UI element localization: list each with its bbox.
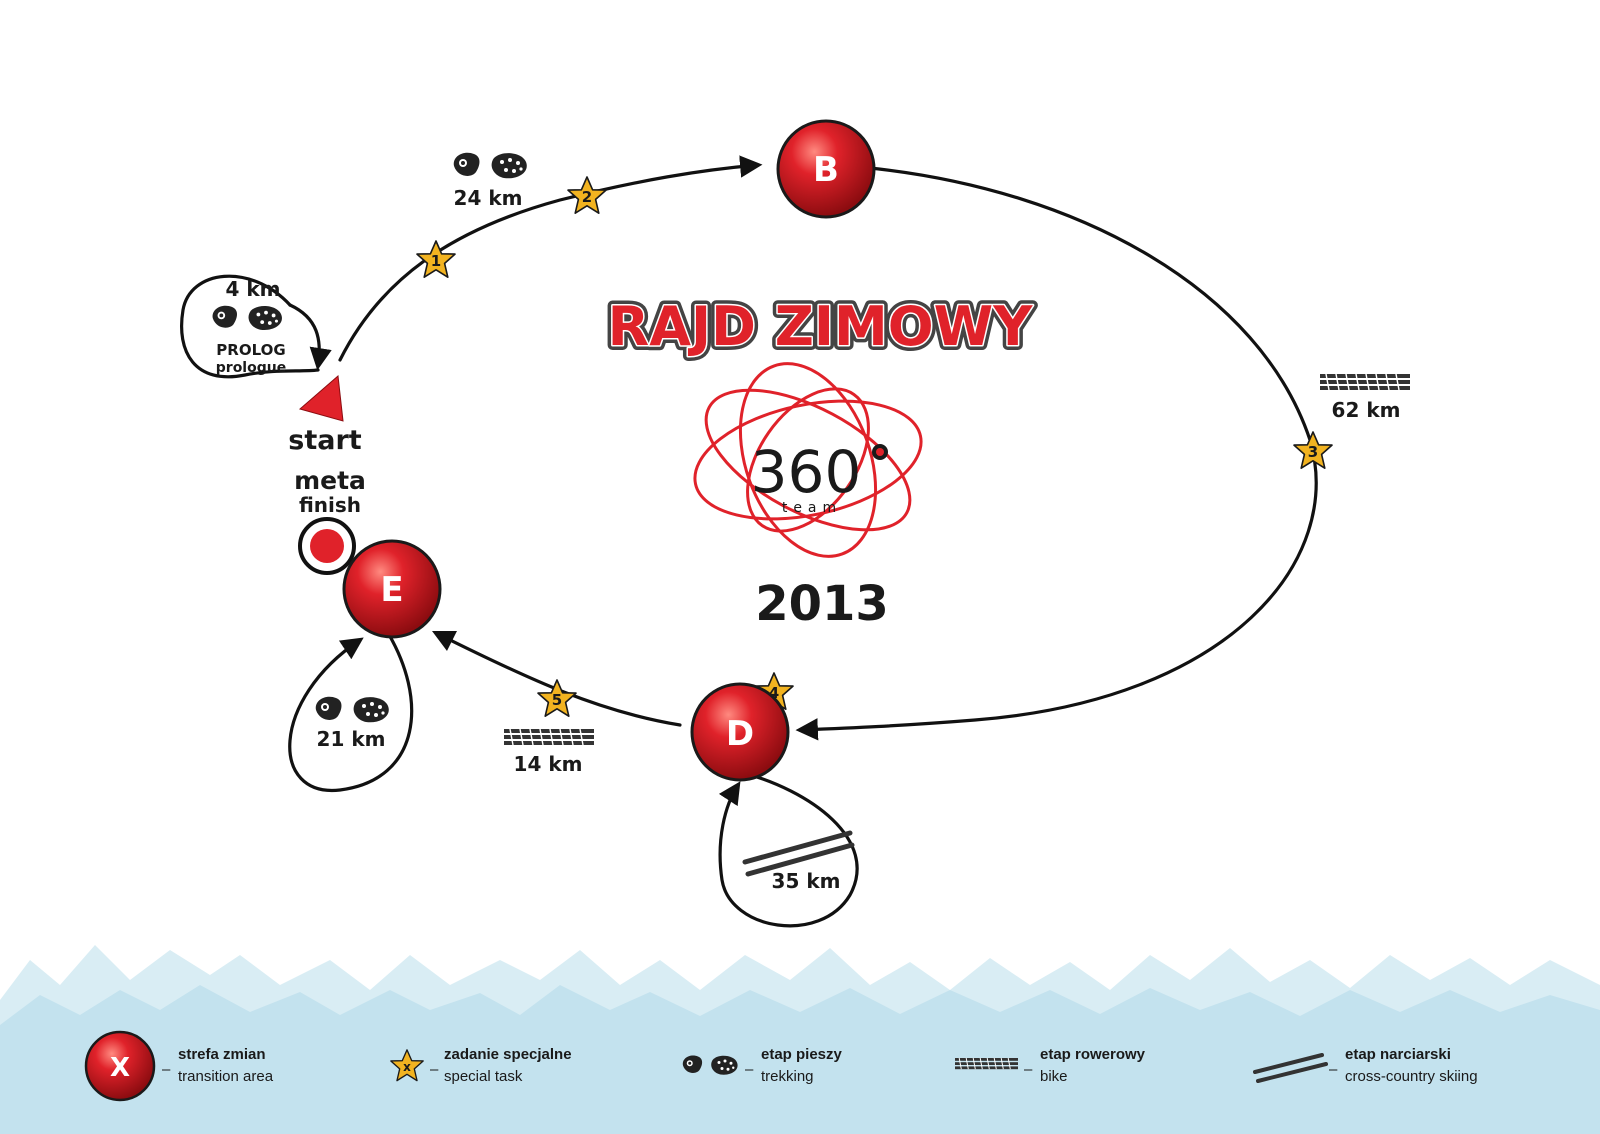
svg-text:X: X xyxy=(110,1053,130,1083)
bike-14-distance: 14 km xyxy=(514,752,583,776)
svg-text:–: – xyxy=(1024,1061,1033,1078)
svg-text:RAJD ZIMOWY: RAJD ZIMOWY xyxy=(608,295,1034,358)
svg-text:etap narciarski: etap narciarski xyxy=(1345,1046,1451,1063)
route-start-to-b xyxy=(338,155,763,362)
ski-35-skis-icon xyxy=(742,830,855,877)
route-d-to-e xyxy=(431,630,682,727)
start-label: start xyxy=(288,425,362,456)
route-e-loop xyxy=(288,626,414,792)
legend-item-transition-area: X – strefa zmian transition area xyxy=(84,1030,274,1102)
event-year: 2013 xyxy=(755,576,889,632)
svg-text:–: – xyxy=(1329,1061,1338,1078)
logo-word: team xyxy=(782,500,842,516)
svg-text:bike: bike xyxy=(1040,1068,1068,1085)
trek-21-footprints-icon xyxy=(315,696,389,723)
legend-item-skiing: – etap narciarski cross-country skiing xyxy=(1253,1046,1478,1085)
team-360-logo: 360 team xyxy=(693,362,923,558)
svg-text:2: 2 xyxy=(582,188,592,206)
svg-text:3: 3 xyxy=(1308,443,1318,461)
event-title: RAJD ZIMOWY RAJD ZIMOWY xyxy=(603,290,1039,363)
special-task-star-4: 4 xyxy=(754,672,794,711)
prolog-label-en: prologue xyxy=(216,360,286,376)
svg-text:x: x xyxy=(403,1060,411,1074)
svg-text:trekking: trekking xyxy=(761,1068,814,1085)
route-lines xyxy=(180,155,1318,928)
special-task-star-1: 1 xyxy=(416,240,456,279)
start-marker xyxy=(298,374,344,422)
transition-node-e: E xyxy=(342,539,442,639)
trek-24-distance: 24 km xyxy=(454,186,523,210)
transition-node-b: B xyxy=(776,119,876,219)
bike-14-tire-track-icon xyxy=(503,728,595,746)
special-task-star-2: 2 xyxy=(567,176,607,214)
svg-text:special task: special task xyxy=(444,1068,523,1085)
svg-text:cross-country skiing: cross-country skiing xyxy=(1345,1068,1478,1085)
svg-text:5: 5 xyxy=(552,691,562,709)
prolog-footprints-icon xyxy=(212,305,282,330)
finish-marker-icon xyxy=(298,517,356,575)
skis-icon xyxy=(1253,1053,1328,1083)
svg-text:etap pieszy: etap pieszy xyxy=(761,1046,843,1063)
logo-number: 360 xyxy=(751,438,862,506)
svg-text:B: B xyxy=(813,150,839,190)
trek-24-footprints-icon xyxy=(453,152,527,179)
svg-text:–: – xyxy=(745,1061,754,1078)
svg-text:transition area: transition area xyxy=(178,1068,274,1085)
bike-62-tire-track-icon xyxy=(1319,373,1411,391)
svg-text:D: D xyxy=(726,714,754,754)
mountains-background xyxy=(0,945,1600,1134)
legend-item-special-task: x – zadanie specjalne special task xyxy=(390,1046,572,1085)
legend: X – strefa zmian transition area x – zad… xyxy=(84,1030,1478,1102)
route-b-to-d xyxy=(795,166,1318,741)
route-prolog-arrow xyxy=(288,303,332,371)
trek-21-distance: 21 km xyxy=(317,727,386,751)
svg-text:E: E xyxy=(380,570,403,610)
svg-text:zadanie specjalne: zadanie specjalne xyxy=(444,1046,572,1063)
bike-62-distance: 62 km xyxy=(1332,398,1401,422)
svg-text:–: – xyxy=(430,1061,439,1078)
special-task-star-5: 5 xyxy=(537,679,577,718)
svg-text:–: – xyxy=(162,1061,171,1078)
prolog-label: PROLOG xyxy=(216,341,285,359)
prolog-distance: 4 km xyxy=(225,277,280,301)
svg-text:1: 1 xyxy=(431,252,441,270)
transition-node-d: D xyxy=(690,682,790,782)
finish-label: finish xyxy=(299,493,361,517)
svg-text:4: 4 xyxy=(769,684,779,702)
legend-item-bike: – etap rowerowy bike xyxy=(954,1046,1146,1085)
finish-meta-label: meta xyxy=(294,466,366,495)
route-d-loop xyxy=(718,770,859,928)
svg-text:RAJD ZIMOWY: RAJD ZIMOWY xyxy=(608,295,1034,358)
svg-text:strefa zmian: strefa zmian xyxy=(178,1046,266,1063)
tire-track-icon xyxy=(954,1057,1019,1070)
transition-area-icon xyxy=(84,1030,156,1102)
ski-35-distance: 35 km xyxy=(772,869,841,893)
route-prolog-loop xyxy=(180,274,320,379)
legend-item-trekking: – etap pieszy trekking xyxy=(682,1046,843,1085)
svg-text:etap rowerowy: etap rowerowy xyxy=(1040,1046,1146,1063)
special-task-star-3: 3 xyxy=(1293,431,1333,470)
